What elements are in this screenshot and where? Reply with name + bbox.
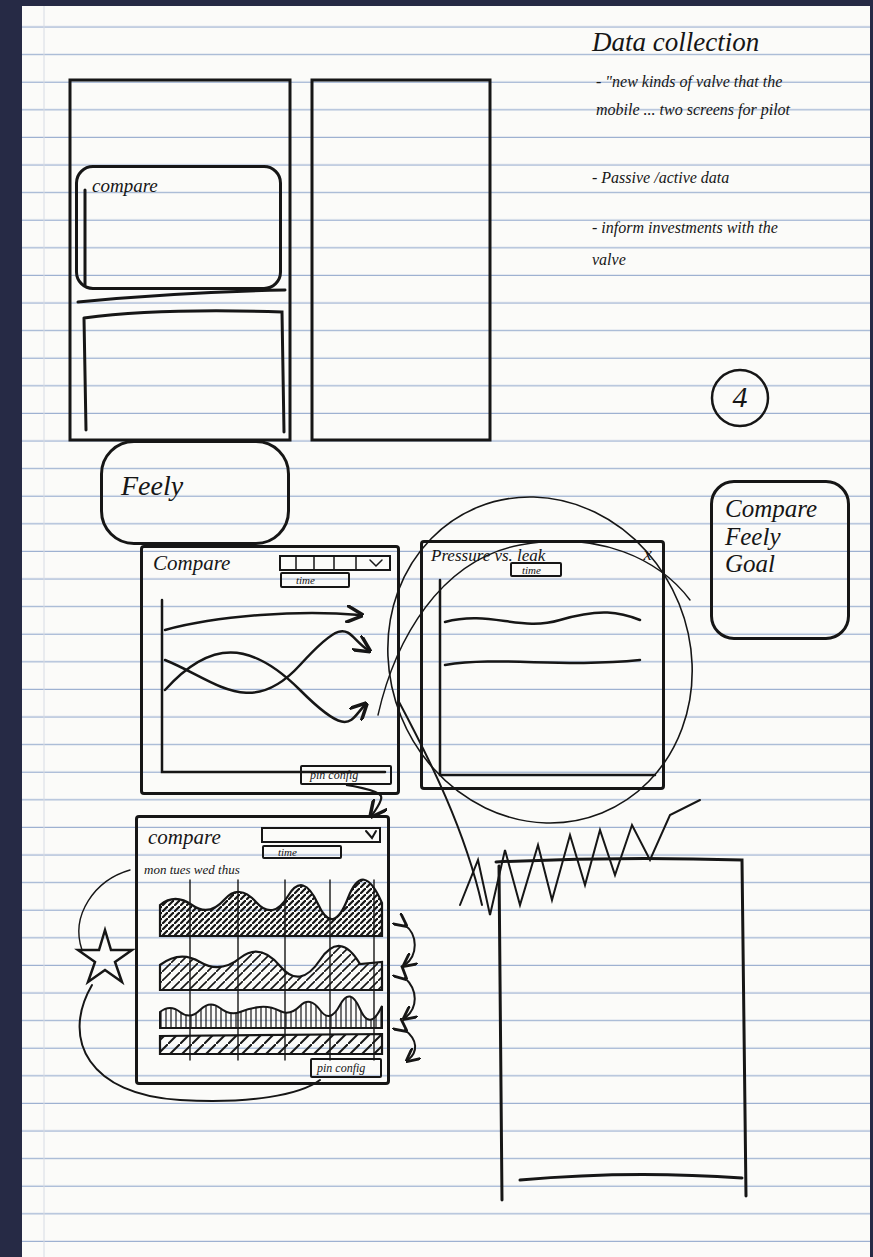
ruled-lines [22,6,870,1257]
chart-axis [162,600,385,772]
empty-card [84,311,284,432]
star-curve [79,870,130,950]
chart-line [445,660,640,665]
chart-line [165,613,360,630]
note-text: - Passive /active data [592,168,852,187]
screen-frame: Pressure vs. leakxtime [420,540,665,790]
screen-card: compare [75,165,282,290]
note-text: - "new kinds of valve that the mobile ..… [596,68,811,124]
node-label: Compare [153,552,230,575]
data-band [160,1034,382,1054]
dropdown-field [262,828,380,842]
time-button: time [262,845,342,859]
swap-arrow [405,1030,415,1060]
node-label: Feely [121,471,183,502]
node-label: time [522,564,541,576]
time-button: time [510,562,562,577]
note-text: - inform investments with the valve [592,212,807,276]
node-label: pin config [310,769,358,782]
data-band [160,880,382,936]
swap-arrow [405,978,415,1018]
time-button: time [280,572,350,588]
node-label: compare [92,176,158,197]
data-band [160,946,382,990]
node-subtext: mon tues wed thus [144,863,240,877]
label-bubble: Feely [100,440,290,545]
leader-line [398,700,482,905]
data-band [160,996,382,1028]
star-symbol [78,930,132,982]
paper-sheet [22,6,870,1257]
node-label: compare [148,826,221,849]
note-card: Compare Feely Goal [710,480,850,640]
phone-frame [312,80,490,440]
screen-frame: Compare time pin config [140,545,400,795]
chart-axis [440,580,655,775]
phone-frame [70,80,290,440]
callout-number: 4 [727,380,753,413]
callout-circle [712,370,768,426]
pin-config-button: pin config [300,765,392,785]
dropdown-field [280,556,390,570]
margin-line [44,6,45,1257]
node-label: pin config [317,1062,365,1075]
loop-stroke [378,541,690,715]
chart-line [165,631,368,693]
node-label: Compare Feely Goal [725,495,825,578]
sketch-stroke [78,290,285,302]
dropdown-caret [366,831,376,838]
flow-arrow [346,785,381,815]
note-heading: Data collection [592,28,852,58]
screen-frame: compare mon tues wed thus time pin config [135,815,390,1085]
node-label: time [278,846,297,858]
node-label: time [296,574,315,586]
swap-arrow [405,925,415,965]
chart-line [445,612,640,623]
chart-line [165,653,365,722]
blank-frame [496,858,746,1200]
dropdown-tabs [296,556,382,570]
node-subtext: x [644,544,652,565]
pin-config-button: pin config [310,1058,382,1078]
sketch-stroke [84,190,87,285]
